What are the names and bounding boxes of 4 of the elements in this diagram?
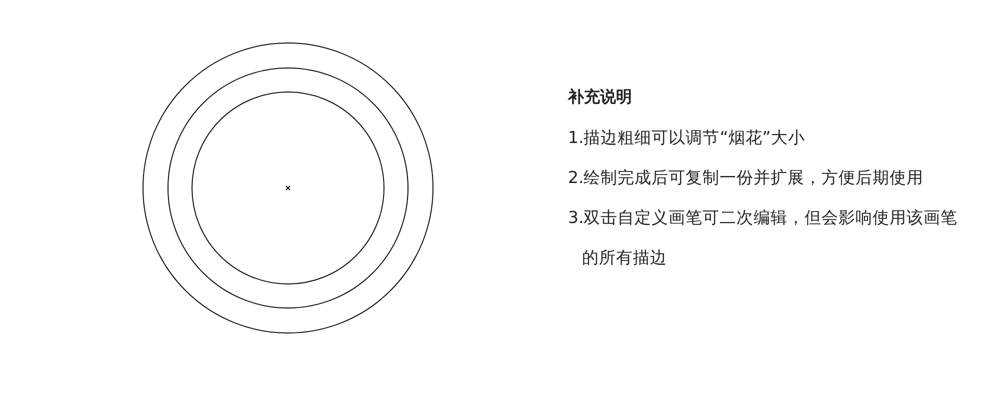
note-text: 3.双击自定义画笔可二次编辑，但会影响使用该画笔的所有描边: [568, 207, 959, 269]
notes-heading: 补充说明: [568, 86, 632, 108]
note-text: 1.描边粗细可以调节“烟花”大小: [568, 127, 806, 149]
note-text: 2.绘制完成后可复制一份并扩展，方便后期使用: [568, 167, 925, 189]
